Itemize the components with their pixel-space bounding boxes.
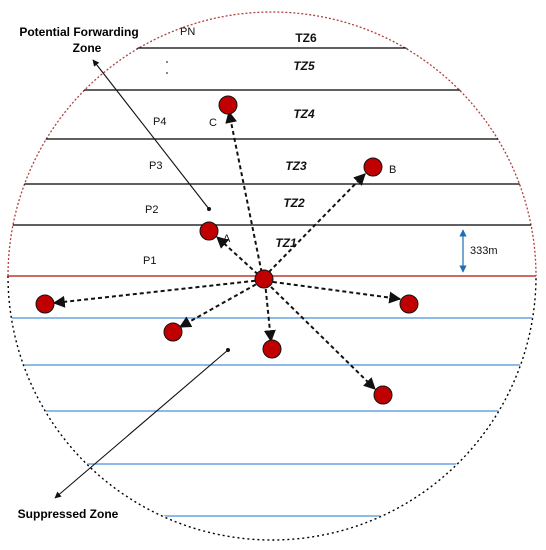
tz6-label: TZ6 — [295, 31, 317, 45]
broadcast-arrows — [52, 110, 402, 390]
priority-p3-label: P3 — [149, 160, 162, 172]
arrow-to-below — [263, 281, 276, 343]
forwarding-area-boundary — [7, 11, 537, 277]
suppressed-zone-title: Suppressed Zone — [18, 507, 119, 521]
forwarding-zone-pointer-dot — [207, 207, 211, 211]
priority-p1-label: P1 — [143, 255, 156, 267]
node-lower-right — [373, 385, 393, 405]
tz1-label: TZ1 — [275, 236, 297, 250]
node-right — [399, 294, 419, 314]
node-a — [199, 221, 219, 241]
tz2-label: TZ2 — [283, 196, 305, 210]
node-lower-left — [163, 322, 183, 342]
tz5-label: TZ5 — [293, 59, 315, 73]
arrow-to-right — [265, 280, 402, 304]
node-left — [35, 294, 55, 314]
node-b — [363, 157, 383, 177]
suppressed-zone-pointer — [54, 349, 229, 499]
forwarding-zone-title-line2: Zone — [73, 41, 102, 55]
node-c-label: C — [209, 117, 217, 129]
priority-p4-label: P4 — [153, 116, 166, 128]
arrow-to-b — [263, 173, 366, 278]
suppressed-zone-pointer-dot — [226, 348, 230, 352]
node-a-label: A — [223, 233, 231, 245]
stray-dot — [166, 61, 168, 63]
arrow-to-lower-right — [265, 281, 376, 390]
node-below — [262, 339, 282, 359]
band-width-label: 333m — [470, 245, 498, 257]
arrow-to-c — [225, 110, 264, 280]
tz3-label: TZ3 — [285, 159, 307, 173]
source-node — [254, 269, 274, 289]
forwarding-zone-title: Potential Forwarding — [19, 25, 138, 39]
arrow-to-a — [216, 236, 264, 280]
node-c — [218, 95, 238, 115]
nodes — [35, 95, 419, 405]
node-b-label: B — [389, 164, 396, 176]
arrow-to-lower-left — [178, 280, 263, 328]
tz4-label: TZ4 — [293, 107, 315, 121]
forwarding-zone-pointer — [92, 59, 210, 210]
stray-dot — [166, 72, 168, 74]
priority-p2-label: P2 — [145, 204, 158, 216]
suppressed-area-boundary — [7, 275, 537, 541]
priority-pn-label: PN — [180, 26, 195, 38]
